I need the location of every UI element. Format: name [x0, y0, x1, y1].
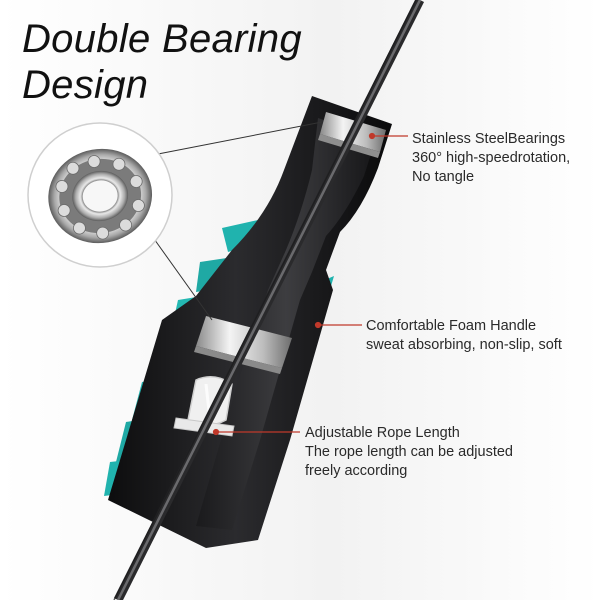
- callout-foam-line-2: sweat absorbing, non-slip, soft: [366, 337, 562, 353]
- handle-cavity: [196, 118, 376, 530]
- page-title: Double Bearing Design: [22, 16, 302, 108]
- callout-bearings-line-3: No tangle: [412, 169, 475, 185]
- callout-bearings-line-1: Stainless SteelBearings: [412, 131, 566, 147]
- callout-foam-handle: Comfortable Foam Handle sweat absorbing,…: [366, 317, 562, 355]
- callout-bearings-line-2: 360° high-speedrotation,: [412, 150, 571, 166]
- inset-leaders: [151, 121, 323, 321]
- callout-bearings: Stainless SteelBearings 360° high-speedr…: [412, 130, 570, 187]
- title-line-2: Design: [22, 63, 149, 107]
- rope-cable: [113, 0, 425, 600]
- callout-rope-line-3: freely according: [305, 463, 408, 479]
- title-line-1: Double Bearing: [22, 17, 302, 61]
- callout-leaders: [212, 132, 408, 436]
- callout-rope-line-2: The rope length can be adjusted: [305, 444, 513, 460]
- callout-rope-line-1: Adjustable Rope Length: [305, 425, 460, 441]
- callout-foam-line-1: Comfortable Foam Handle: [366, 318, 537, 334]
- callout-rope-length: Adjustable Rope Length The rope length c…: [305, 424, 513, 481]
- ball-bearing-icon: [27, 122, 173, 268]
